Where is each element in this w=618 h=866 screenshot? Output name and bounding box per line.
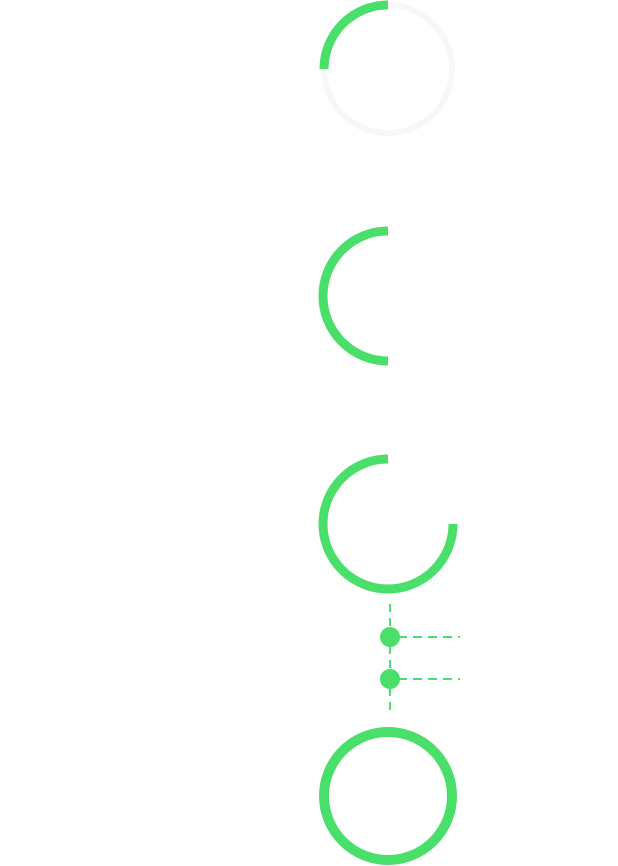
connector-node xyxy=(380,627,400,647)
ring-75-percent xyxy=(318,454,458,594)
progress-arc xyxy=(319,0,389,70)
progress-arc xyxy=(319,727,457,865)
ring-50-percent xyxy=(318,226,389,366)
ring-100-percent xyxy=(319,727,457,865)
progress-arc xyxy=(318,226,389,366)
dashed-connector xyxy=(380,604,460,712)
connector-node xyxy=(380,669,400,689)
progress-arc xyxy=(318,454,458,594)
ring-25-percent xyxy=(319,0,455,136)
